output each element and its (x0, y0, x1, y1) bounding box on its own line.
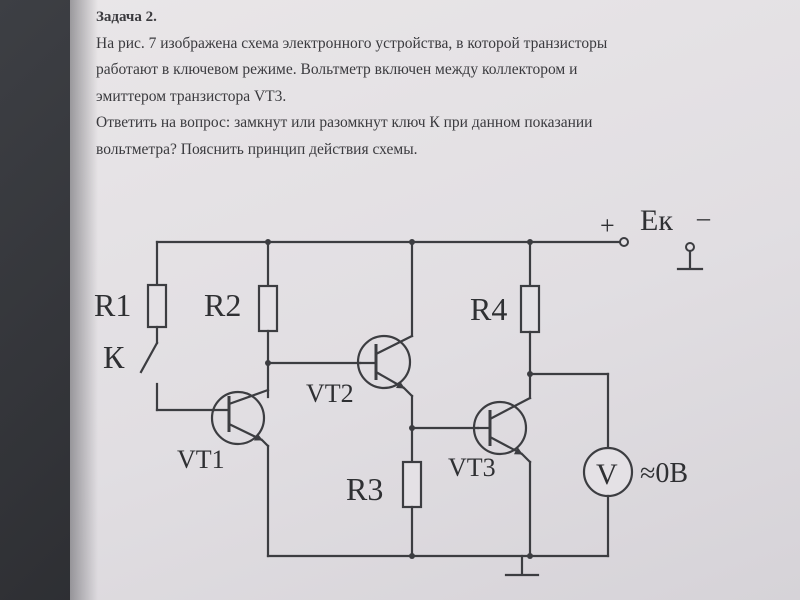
ground-rail (266, 553, 610, 577)
task-line-2: работают в ключевом режиме. Вольтметр вк… (96, 61, 578, 78)
supply-voltage-label: Eк (640, 204, 673, 237)
r1-label: R1 (94, 287, 131, 323)
task-line-5: вольтметра? Пояснить принцип действия сх… (96, 140, 418, 158)
resistor-r2 (257, 284, 279, 333)
r3-branch (401, 460, 423, 558)
transistor-vt3 (472, 396, 532, 558)
task-line-1: На рис. 7 изображена схема электронного … (96, 34, 608, 52)
voltmeter (582, 372, 634, 558)
r4-branch (519, 240, 610, 400)
task-title: Задача 2. (96, 9, 157, 25)
vt3-label: VT3 (448, 453, 496, 482)
resistor-r4 (519, 284, 541, 334)
task-line-3: эмиттером транзистора VT3. (96, 87, 287, 105)
transistor-vt2 (356, 240, 480, 464)
minus-terminal (676, 242, 704, 271)
vt1-label: VT1 (177, 445, 225, 474)
r2-branch (257, 240, 362, 399)
paper-sheet (70, 0, 800, 600)
r3-label: R3 (346, 471, 383, 507)
vt2-label: VT2 (306, 379, 354, 408)
switch-k (139, 341, 159, 374)
r1-branch (139, 240, 216, 412)
task-line-4: Ответить на вопрос: замкнут или разомкну… (96, 114, 593, 131)
resistor-r3 (401, 460, 423, 509)
r4-label: R4 (470, 291, 507, 327)
resistor-r1 (146, 283, 168, 329)
transistor-vt1 (210, 388, 270, 558)
supply-plus-label: + (600, 211, 615, 240)
supply-rail (155, 237, 629, 247)
task-text: Задача 2. На рис. 7 изображена схема эле… (96, 4, 786, 163)
voltmeter-symbol: V (596, 458, 618, 491)
voltmeter-reading: ≈0В (640, 458, 688, 489)
supply-minus-label: – (696, 203, 711, 232)
r2-label: R2 (204, 287, 241, 323)
switch-label: К (103, 339, 125, 375)
